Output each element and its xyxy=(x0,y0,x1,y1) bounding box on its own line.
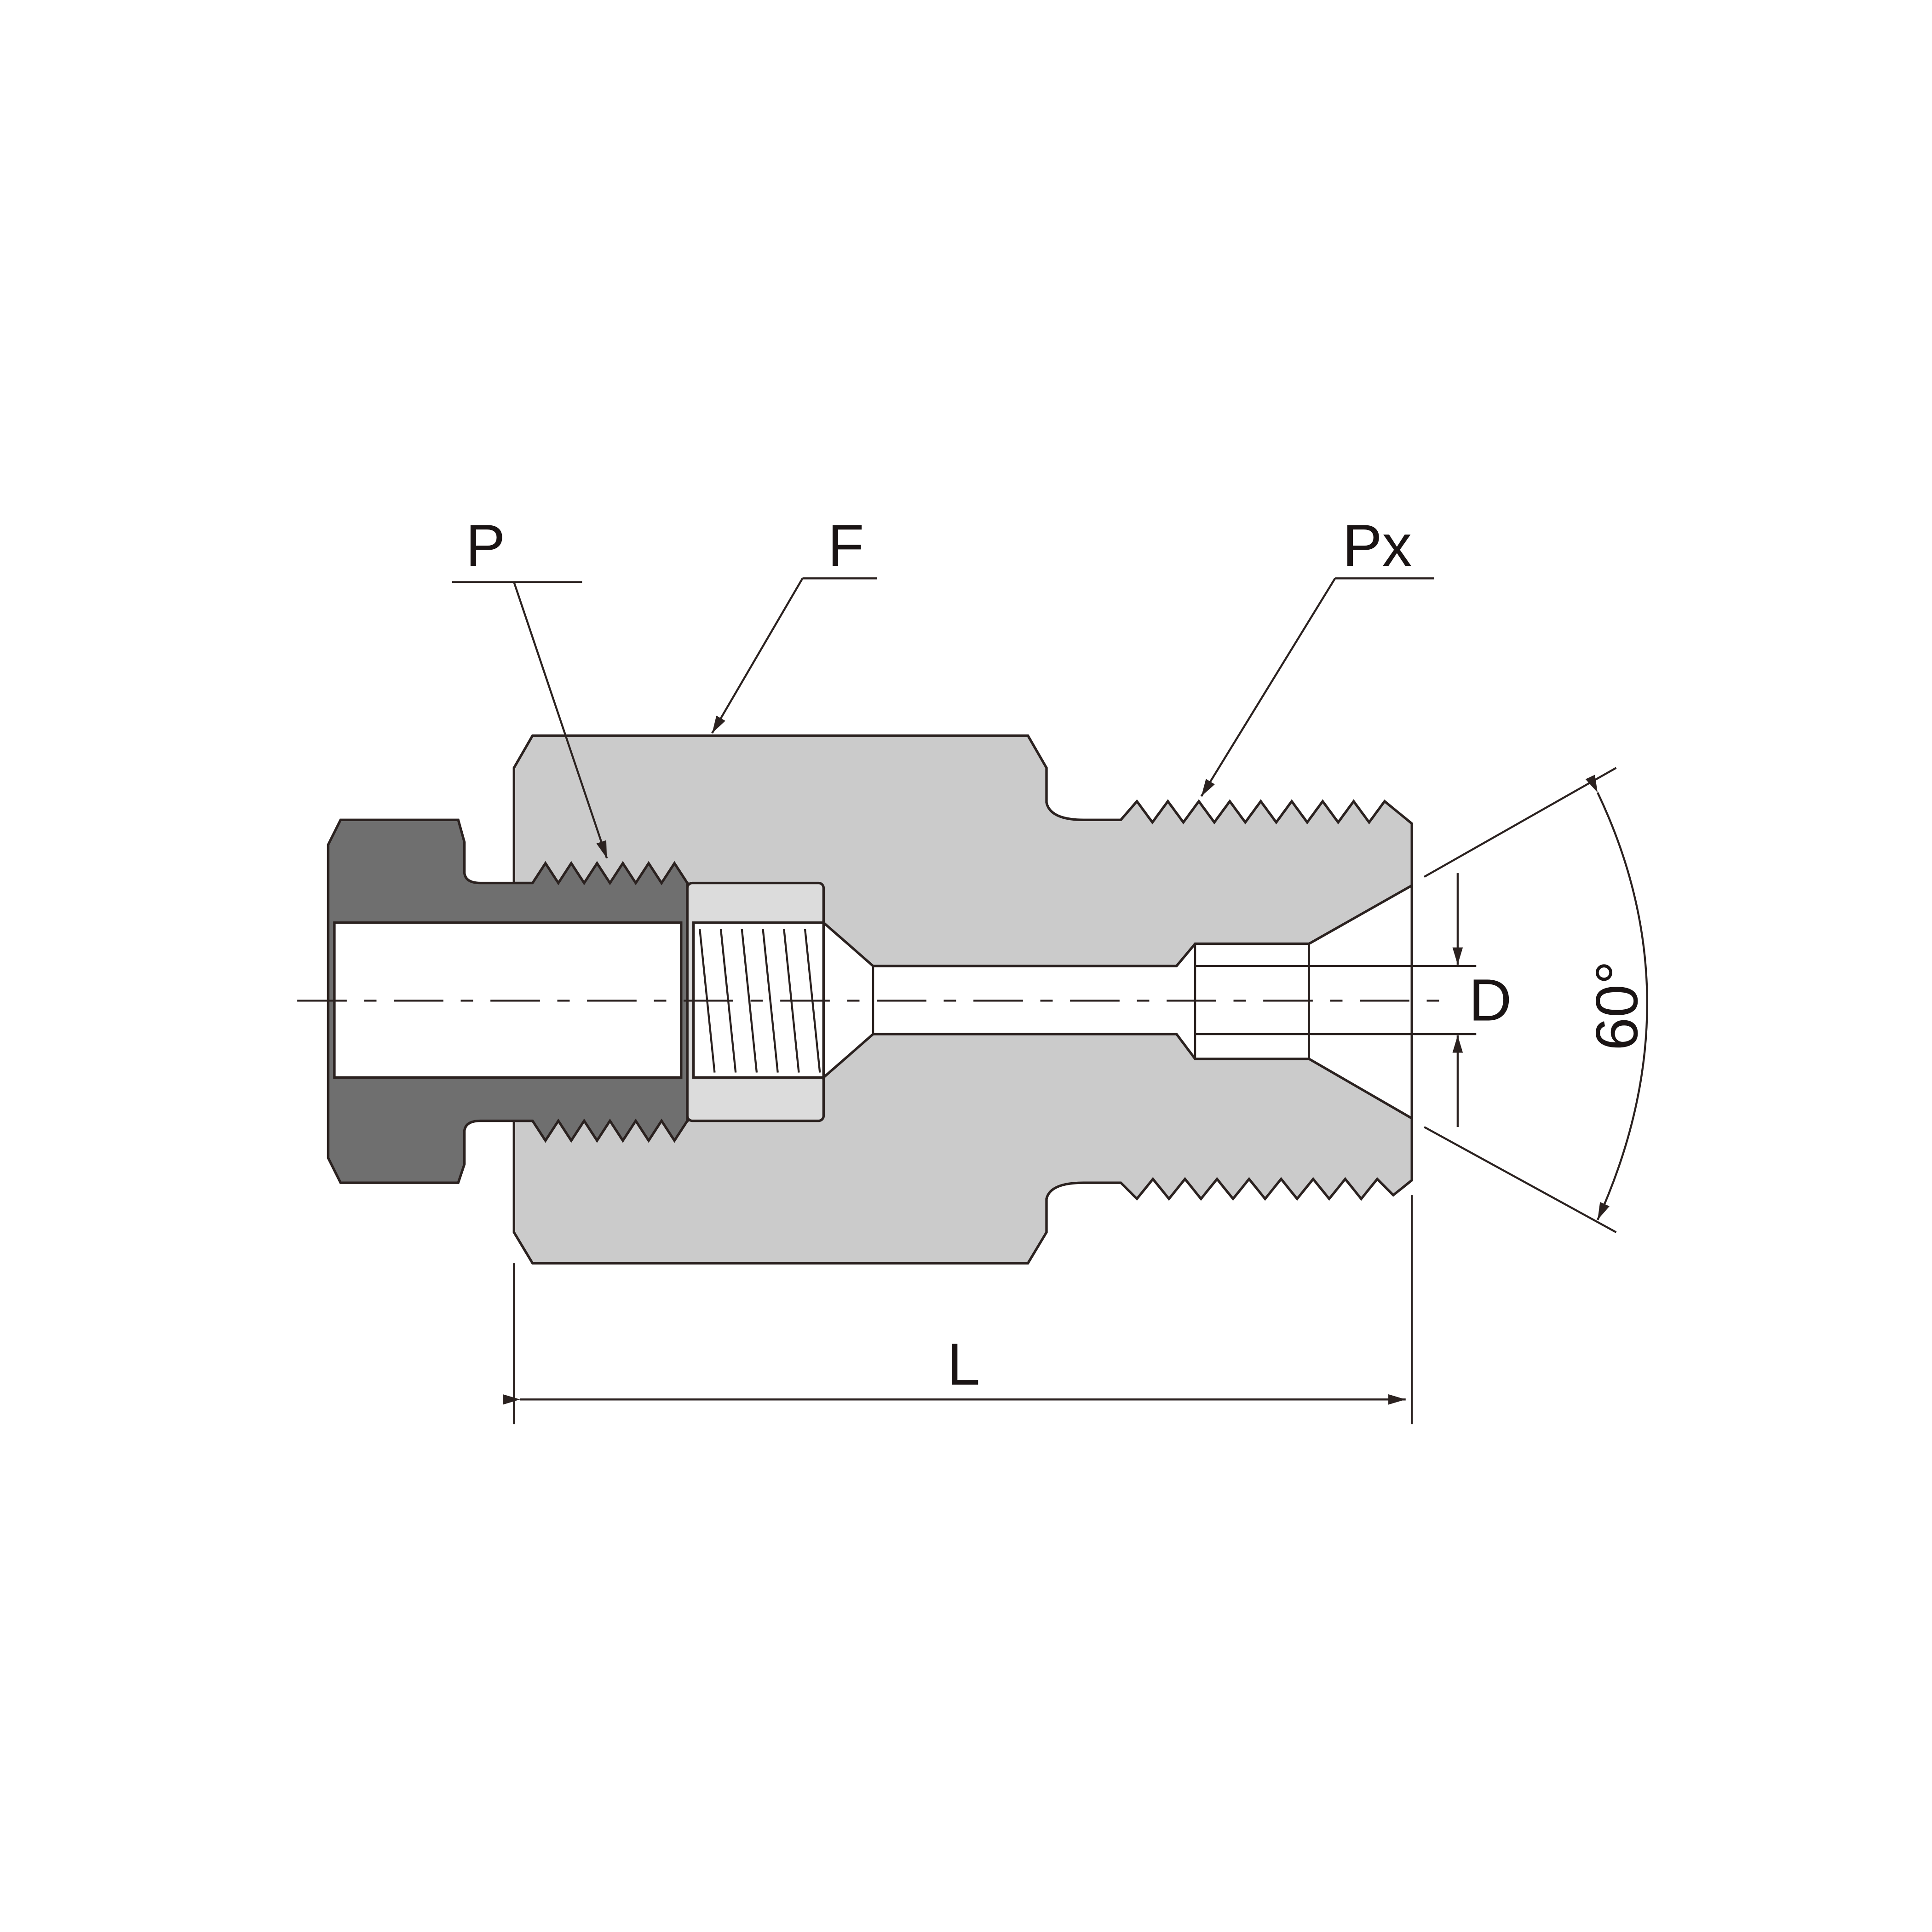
thread-line xyxy=(762,929,779,1073)
f-leader xyxy=(711,578,804,734)
d-label: D xyxy=(1469,967,1512,1033)
angle-arc xyxy=(1585,775,1648,1220)
thread-line xyxy=(741,929,758,1073)
px-label: Px xyxy=(1342,512,1412,579)
angle-label: 60° xyxy=(1584,960,1650,1050)
f-label: F xyxy=(828,512,864,579)
p-leader xyxy=(513,581,608,859)
length-label: L xyxy=(947,1331,980,1397)
p-label: P xyxy=(466,512,505,579)
px-leader xyxy=(1200,578,1336,797)
